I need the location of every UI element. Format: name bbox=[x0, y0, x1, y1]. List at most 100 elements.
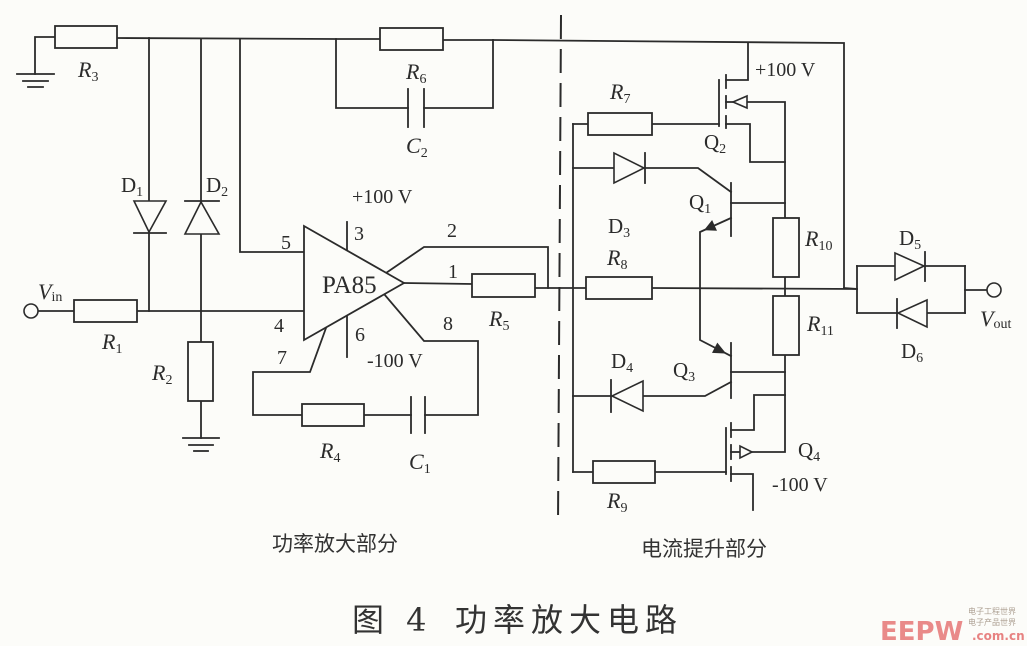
label-d3: D3 bbox=[608, 214, 630, 241]
wire-output-main bbox=[651, 287, 858, 290]
wire-diode-in bbox=[843, 287, 858, 290]
section-caption-power-amplifier: 功率放大部分 bbox=[272, 532, 398, 556]
wire-q2-drain bbox=[725, 42, 749, 81]
label-r2: R2 bbox=[151, 360, 172, 388]
ground-icon bbox=[182, 437, 220, 452]
opamp-name: PA85 bbox=[322, 272, 377, 299]
label-r1: R1 bbox=[101, 329, 122, 357]
arrow-icon bbox=[703, 220, 717, 231]
watermark-line-2: 电子产品世界 bbox=[968, 617, 1016, 627]
bjt-q1 bbox=[703, 182, 732, 237]
wire-q2-source bbox=[746, 101, 786, 219]
diode-d5 bbox=[894, 251, 926, 282]
wire-q4-bottom bbox=[730, 473, 754, 511]
wire-c2-loop-left bbox=[335, 38, 409, 109]
wire-pin8 bbox=[382, 292, 479, 416]
wire-pin7 bbox=[252, 326, 328, 416]
vout-terminal[interactable] bbox=[986, 282, 1002, 298]
label-r6: R6 bbox=[405, 59, 426, 87]
resistor-r5 bbox=[471, 273, 536, 298]
label-q1: Q1 bbox=[689, 190, 711, 217]
label-vin: Vin bbox=[38, 279, 62, 305]
pin-3-label: 3 bbox=[354, 223, 364, 245]
label-d1: D1 bbox=[121, 173, 143, 200]
wire-c2-loop-right bbox=[423, 39, 494, 109]
wire-top-left-rail bbox=[116, 37, 381, 40]
opamp-pa85 bbox=[303, 224, 406, 342]
label-c1: C1 bbox=[409, 449, 431, 477]
resistor-r9 bbox=[592, 460, 656, 484]
resistor-r4 bbox=[301, 403, 365, 427]
pin-7-label: 7 bbox=[277, 347, 287, 369]
wire-q2-body bbox=[725, 123, 786, 163]
opamp-vminus-label: -100 V bbox=[367, 350, 423, 372]
wire-r3-ground bbox=[34, 36, 56, 75]
pin-4-label: 4 bbox=[274, 315, 284, 337]
watermark-domain: .com.cn bbox=[972, 629, 1025, 643]
pin-2-label: 2 bbox=[447, 220, 457, 242]
opamp-vplus-label: +100 V bbox=[352, 186, 413, 208]
diode-d4 bbox=[610, 379, 644, 413]
diode-d1 bbox=[132, 200, 168, 234]
watermark-logo: EEPW 电子工程世界 电子产品世界 .com.cn bbox=[880, 606, 1025, 646]
section-divider bbox=[557, 14, 562, 526]
bjt-q3 bbox=[711, 342, 732, 399]
resistor-r7 bbox=[587, 112, 653, 136]
wire-q1-q3-emitters bbox=[699, 216, 733, 358]
pin-6-label: 6 bbox=[355, 324, 365, 346]
arrow-icon bbox=[730, 94, 748, 110]
wire-q3-collector bbox=[642, 380, 733, 397]
label-r5: R5 bbox=[488, 306, 509, 334]
capacitor-c2 bbox=[407, 88, 425, 128]
label-vout: Vout bbox=[980, 306, 1011, 332]
diode-d3 bbox=[613, 151, 646, 185]
wire-q4-drain bbox=[730, 394, 786, 431]
wire-pin1 bbox=[403, 282, 473, 285]
label-c2: C2 bbox=[406, 133, 428, 161]
watermark-logo-text: EEPW bbox=[880, 617, 963, 646]
resistor-r1 bbox=[73, 299, 138, 323]
label-r4: R4 bbox=[319, 438, 340, 466]
label-d2: D2 bbox=[206, 173, 228, 200]
label-d6: D6 bbox=[901, 339, 923, 366]
label-q4: Q4 bbox=[798, 438, 820, 465]
wire-r11-q4 bbox=[751, 354, 786, 453]
pin-5-label: 5 bbox=[281, 232, 291, 254]
wire-q1-collector bbox=[644, 167, 733, 194]
label-q3: Q3 bbox=[673, 358, 695, 385]
section-caption-current-boost: 电流提升部分 bbox=[641, 537, 767, 561]
resistor-r3 bbox=[54, 25, 118, 49]
label-r7: R7 bbox=[609, 79, 630, 107]
label-d5: D5 bbox=[899, 226, 921, 253]
pin-1-label: 1 bbox=[448, 261, 458, 283]
arrow-icon bbox=[711, 342, 727, 354]
label-r8: R8 bbox=[606, 245, 627, 273]
label-r3: R3 bbox=[77, 57, 98, 85]
figure-number: 图 4 bbox=[352, 601, 433, 639]
resistor-r8 bbox=[585, 276, 653, 300]
q4-supply-label: -100 V bbox=[772, 474, 828, 496]
label-r11: R11 bbox=[806, 311, 834, 339]
q2-supply-label: +100 V bbox=[755, 59, 816, 81]
wires bbox=[34, 36, 988, 511]
arrow-icon bbox=[739, 444, 754, 460]
wire-top-right-rail bbox=[492, 39, 845, 289]
resistor-r10 bbox=[772, 217, 800, 278]
capacitor-c1 bbox=[410, 396, 426, 434]
label-r10: R10 bbox=[804, 226, 832, 254]
label-r9: R9 bbox=[606, 488, 627, 516]
resistor-r6 bbox=[379, 27, 444, 51]
label-q2: Q2 bbox=[704, 130, 726, 157]
figure-title: 功率放大电路 bbox=[455, 601, 683, 639]
watermark-line-1: 电子工程世界 bbox=[968, 606, 1016, 616]
wire-pin5-feedback bbox=[239, 38, 305, 253]
diode-d6 bbox=[896, 298, 928, 329]
ground-icon bbox=[16, 73, 55, 88]
mosfet-q2 bbox=[718, 74, 748, 129]
mosfet-q4 bbox=[725, 422, 754, 482]
wire-pin2 bbox=[384, 246, 549, 289]
label-d4: D4 bbox=[611, 349, 633, 376]
vin-terminal[interactable] bbox=[23, 303, 39, 319]
pin-8-label: 8 bbox=[443, 313, 453, 335]
